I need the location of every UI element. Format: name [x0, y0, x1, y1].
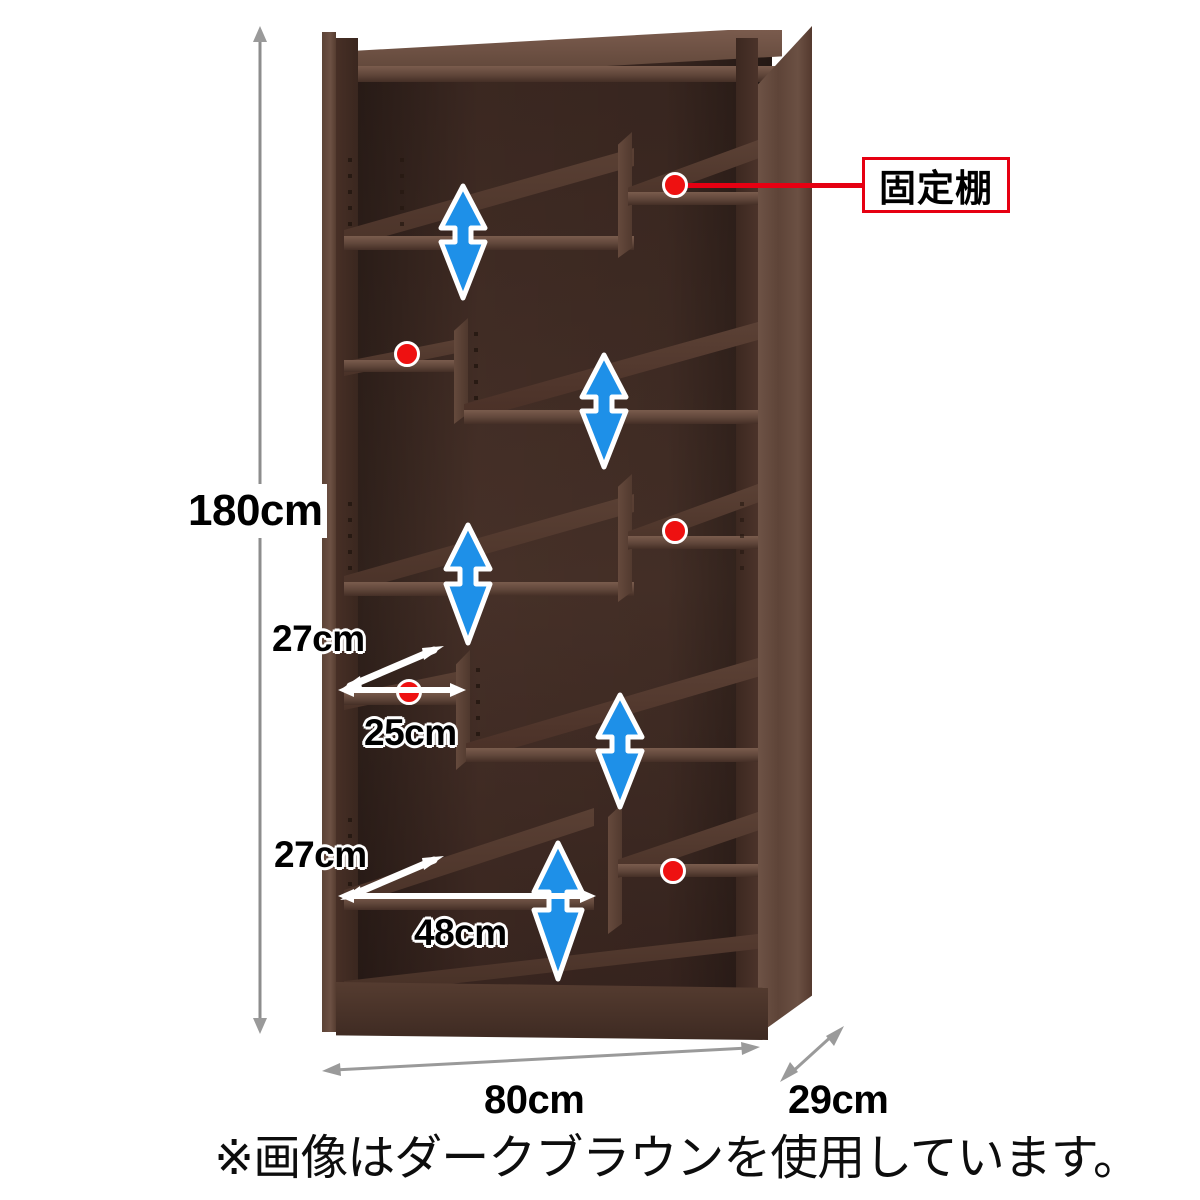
- shelf-depth-lower-label: 27cm: [274, 834, 367, 875]
- peg-holes-right-panel: [740, 502, 744, 580]
- divider-row3: [618, 474, 632, 602]
- adjustable-arrow-5: [531, 840, 585, 982]
- plinth: [336, 982, 768, 1040]
- peg-holes-left-3: [348, 818, 352, 896]
- shelf-edge-row3-right: [628, 536, 758, 549]
- width-dimension-arrow: [322, 1042, 760, 1076]
- right-side-panel-outer: [756, 26, 812, 1036]
- left-side-panel-inner: [336, 38, 358, 1030]
- peg-holes-left-1: [348, 158, 352, 238]
- fixed-shelf-marker-5: [660, 858, 686, 884]
- right-side-panel-inner: [736, 38, 758, 1022]
- shelf-width-narrow-label: 25cm: [364, 712, 457, 753]
- shelf-edge-row2-left: [344, 360, 454, 372]
- divider-row2: [454, 318, 468, 424]
- peg-holes-divider-2: [474, 332, 478, 410]
- top-shelf-edge: [332, 66, 782, 82]
- shelf-width-wide-arrow: [338, 889, 596, 903]
- left-side-panel-outer: [322, 32, 336, 1032]
- shelf-edge-row5-left: [344, 896, 594, 910]
- shelf-edge-row1-right: [628, 192, 758, 205]
- shelf-depth-upper-arrow: [340, 646, 444, 690]
- fixed-shelf-marker-2: [394, 341, 420, 367]
- width-dimension-label: 80cm: [484, 1078, 585, 1122]
- depth-dimension-label: 29cm: [788, 1078, 889, 1122]
- finish-note-caption: ※画像はダークブラウンを使用しています。: [214, 1130, 1141, 1186]
- fixed-shelf-callout-label: 固定棚: [879, 167, 993, 210]
- peg-holes-divider-1: [400, 158, 404, 238]
- fixed-shelf-marker-3: [662, 518, 688, 544]
- shelf-edge-row5-right: [618, 864, 758, 877]
- peg-holes-divider-4: [476, 668, 480, 746]
- divider-row4: [456, 650, 470, 770]
- shelf-width-narrow-arrow: [338, 683, 466, 697]
- fixed-shelf-callout-box: 固定棚: [862, 157, 1010, 213]
- adjustable-arrow-1: [438, 183, 488, 301]
- adjustable-arrow-4: [595, 692, 645, 810]
- callout-leader-line: [676, 183, 864, 188]
- shelf-width-wide-label: 48cm: [414, 912, 507, 953]
- peg-holes-left-2: [348, 502, 352, 582]
- shelf-depth-upper-label: 27cm: [272, 618, 365, 659]
- depth-dimension-arrow: [780, 1026, 844, 1082]
- adjustable-arrow-3: [443, 522, 493, 646]
- shelf-edge-row1-left: [344, 236, 634, 250]
- divider-row5: [608, 804, 622, 934]
- fixed-shelf-marker-1: [662, 172, 688, 198]
- divider-row1: [618, 132, 632, 258]
- height-dimension-label: 180cm: [184, 484, 327, 538]
- adjustable-arrow-2: [579, 352, 629, 470]
